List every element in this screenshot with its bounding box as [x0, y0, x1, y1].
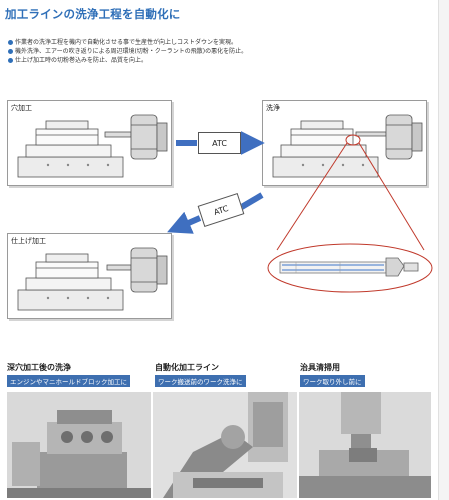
panel-label-drilling: 穴加工: [11, 104, 32, 112]
panel-label-finishing: 仕上げ加工: [11, 237, 46, 245]
page-title: 加工ラインの洗浄工程を自動化に: [5, 7, 181, 21]
panel-label-washing: 洗浄: [266, 104, 280, 112]
panel-finishing: 仕上げ加工: [7, 233, 172, 319]
bullet-dot-icon: [8, 58, 13, 63]
caption-title-jig-cleaning: 治具清掃用: [300, 363, 340, 372]
robot-arm-photo: [153, 392, 297, 498]
bullet-item: 作業者の洗浄工程を機内で自動化させる事で生産性が向上しコストダウンを実現。: [8, 38, 428, 47]
bullet-item: 仕上げ加工時の切粉巻込みを防止、品質を向上。: [8, 56, 428, 65]
caption-title-deep-hole: 深穴加工後の洗浄: [7, 363, 71, 372]
jig-cleaning-photo: [299, 392, 431, 498]
panel-washing: 洗浄: [262, 100, 427, 186]
finishing-machine-illustration: [17, 247, 168, 311]
photo-deep-hole-washing: [7, 392, 151, 498]
washing-nozzle-icon: [279, 257, 419, 277]
flow-arrow-to-finishing-upper: [238, 192, 264, 211]
engine-block-photo: [7, 392, 151, 498]
bullet-list: 作業者の洗浄工程を機内で自動化させる事で生産性が向上しコストダウンを実現。 機外…: [8, 38, 428, 65]
right-edge-strip: [438, 0, 449, 500]
bullet-dot-icon: [8, 40, 13, 45]
atc-label-lower: ATC: [197, 193, 245, 227]
photo-automation-line: [153, 392, 297, 498]
photo-jig-cleaning: [299, 392, 431, 498]
drilling-machine-illustration: [17, 114, 168, 178]
bullet-dot-icon: [8, 49, 13, 54]
caption-title-automation-line: 自動化加工ライン: [155, 363, 219, 372]
caption-sub-deep-hole: エンジンやマニホールドブロック加工に: [7, 375, 130, 387]
panel-drilling: 穴加工: [7, 100, 172, 186]
washing-machine-illustration: [272, 114, 423, 178]
caption-sub-jig-cleaning: ワーク取り外し前に: [300, 375, 365, 387]
magnified-view-ellipse: [267, 243, 433, 293]
bullet-item: 機外洗浄、エアーの吹き返りによる周辺環境(切粉・クーラントの飛散)の悪化を防止。: [8, 47, 428, 56]
flow-arrow-to-finishing: [167, 211, 202, 234]
caption-sub-automation-line: ワーク搬送前のワーク洗浄に: [155, 375, 246, 387]
atc-label-upper: ATC: [198, 132, 241, 154]
